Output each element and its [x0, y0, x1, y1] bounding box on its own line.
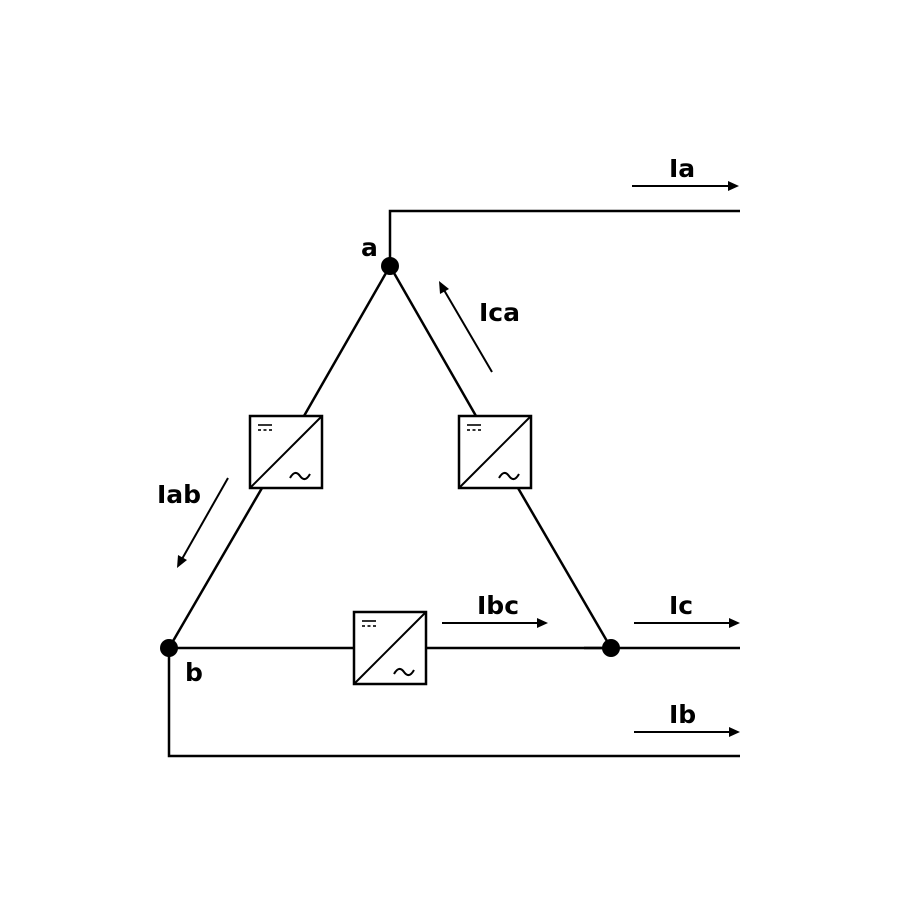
arrow-ic	[634, 618, 740, 628]
arrow-ica	[439, 281, 493, 373]
current-arrows	[177, 181, 740, 737]
label-ica: Ica	[479, 298, 520, 327]
branch-ab-lower	[167, 487, 264, 649]
branch-ab-upper	[302, 265, 392, 417]
label-ib: Ib	[669, 700, 696, 729]
label-node-b: b	[185, 658, 203, 687]
line-b	[167, 648, 740, 758]
converter-ab-icon	[248, 414, 324, 490]
node-c-dot	[602, 639, 620, 657]
wires	[167, 209, 740, 758]
label-ic: Ic	[669, 591, 693, 620]
converter-bc-icon	[352, 610, 428, 686]
arrow-ia	[632, 181, 739, 191]
arrow-iab	[177, 477, 229, 568]
label-iab: Iab	[157, 480, 201, 509]
node-a-dot	[381, 257, 399, 275]
label-ia: Ia	[669, 154, 695, 183]
node-b-dot	[160, 639, 178, 657]
converter-ca-icon	[457, 414, 533, 490]
branch-ca-upper	[388, 265, 478, 417]
branch-ca-lower	[516, 487, 613, 649]
label-node-a: a	[361, 233, 378, 262]
line-a	[388, 209, 740, 266]
label-ibc: Ibc	[477, 591, 519, 620]
arrow-ibc	[442, 618, 548, 628]
arrow-ib	[634, 727, 740, 737]
